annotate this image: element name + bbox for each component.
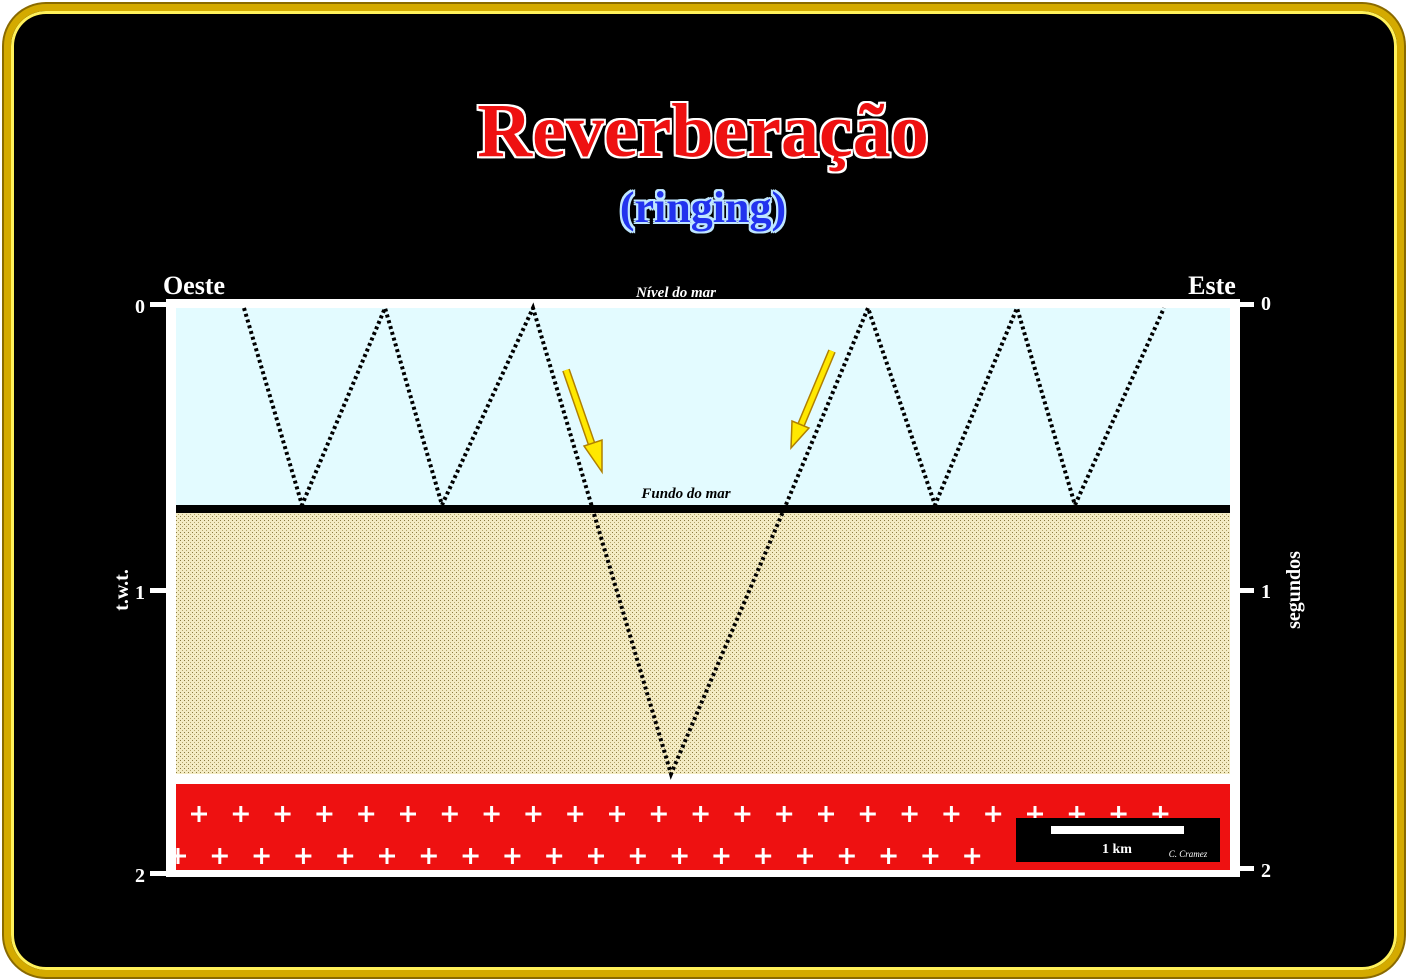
- basement-cross: [441, 806, 458, 822]
- sea-floor-line: [176, 505, 1230, 513]
- reverberation-ray-path: [242, 302, 1166, 780]
- basement-cross: [379, 848, 395, 864]
- basement-cross: [880, 848, 897, 864]
- water-layer: [176, 308, 1230, 507]
- basement-cross: [525, 806, 542, 822]
- basement-cross: [211, 848, 228, 864]
- right-tick-label-0: 0: [1261, 293, 1271, 315]
- left-tick-0: [150, 302, 168, 307]
- scale-bar-box: [1016, 818, 1220, 862]
- basement-cross: [400, 806, 416, 822]
- left-tick-label-1: 1: [135, 582, 145, 604]
- right-tick-0: [1238, 302, 1254, 307]
- basement-cross: [985, 806, 1002, 822]
- left-tick-label-0: 0: [135, 296, 145, 318]
- basement-cross: [734, 806, 751, 822]
- basement-cross: [337, 848, 354, 864]
- basement-cross: [546, 848, 563, 864]
- basement-cross: [609, 806, 625, 822]
- basement-cross: [922, 848, 939, 864]
- basement-cross: [671, 848, 688, 864]
- east-label: Este: [1188, 271, 1236, 300]
- right-tick-label-2: 2: [1261, 860, 1271, 882]
- basement-cross: [692, 806, 709, 822]
- slide-title: Reverberação: [477, 89, 929, 173]
- sea-level-label: Nível do mar: [635, 285, 716, 301]
- basement-cross: [713, 848, 730, 864]
- scale-bar-label: 1 km: [1102, 842, 1132, 857]
- basement-top-boundary: [166, 774, 1240, 784]
- basement-cross: [776, 806, 793, 822]
- right-axis-title: segundos: [1283, 551, 1305, 629]
- basement-cross: [629, 848, 646, 864]
- basement-cross: [483, 806, 500, 822]
- basement-cross: [253, 848, 270, 864]
- basement-cross: [755, 848, 772, 864]
- right-tick-2: [1238, 866, 1254, 871]
- sediment-layer: [176, 510, 1230, 774]
- left-tick-1: [150, 588, 168, 593]
- basement-cross: [588, 848, 604, 864]
- basement-cross: [504, 848, 521, 864]
- left-tick-2: [150, 871, 168, 876]
- west-label: Oeste: [163, 271, 225, 300]
- right-tick-1: [1238, 588, 1254, 593]
- scale-bar: [1051, 826, 1184, 834]
- credit-label: C. Cramez: [1169, 849, 1208, 859]
- basement-cross: [191, 806, 207, 822]
- basement-cross: [358, 806, 375, 822]
- basement-cross: [797, 848, 813, 864]
- basement-cross: [274, 806, 291, 822]
- basement-cross: [316, 806, 333, 822]
- basement-cross: [964, 848, 981, 864]
- basement-cross: [462, 848, 479, 864]
- basement-cross: [901, 806, 918, 822]
- basement-cross: [567, 806, 584, 822]
- basement-cross: [859, 806, 876, 822]
- basement-cross: [943, 806, 960, 822]
- basement-cross: [295, 848, 312, 864]
- sea-floor-label: Fundo do mar: [640, 486, 730, 502]
- basement-cross: [838, 848, 855, 864]
- basement-cross: [818, 806, 834, 822]
- left-tick-label-2: 2: [135, 865, 145, 887]
- basement-cross: [650, 806, 667, 822]
- left-axis-title: t.w.t.: [111, 569, 133, 611]
- basement-cross: [232, 806, 249, 822]
- right-tick-label-1: 1: [1261, 581, 1271, 603]
- basement-cross: [170, 848, 186, 864]
- down-arrow-left: [562, 368, 603, 475]
- basement-cross: [420, 848, 437, 864]
- slide-subtitle: (ringing): [619, 183, 787, 232]
- down-arrow-right: [790, 349, 836, 451]
